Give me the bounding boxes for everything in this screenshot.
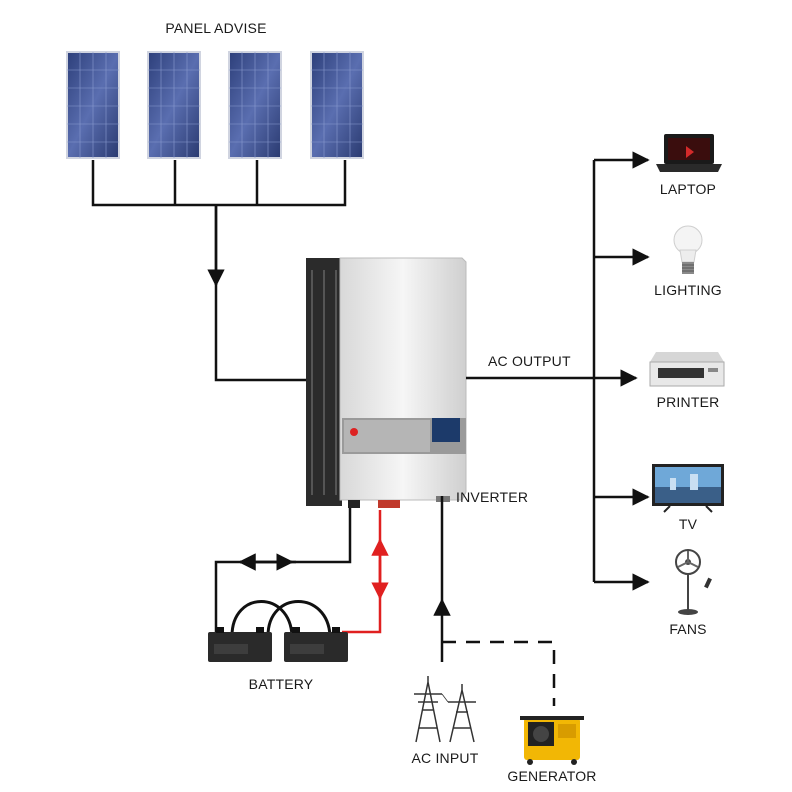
- fan-icon: [675, 549, 712, 615]
- ac-output-label: AC OUTPUT: [488, 353, 571, 369]
- generator-label: GENERATOR: [507, 768, 597, 784]
- solar-panel: [66, 51, 120, 159]
- battery-unit: [208, 627, 272, 662]
- solar-panel: [310, 51, 364, 159]
- load-label-lighting: LIGHTING: [654, 282, 722, 298]
- printer-icon: [649, 352, 725, 387]
- ac-input-wiring: [433, 496, 556, 706]
- load-label-fans: FANS: [669, 621, 707, 637]
- ac-output-wiring: [466, 151, 650, 591]
- battery-label: BATTERY: [248, 676, 314, 692]
- laptop-icon: [656, 134, 722, 172]
- panel-wiring: [91, 160, 347, 382]
- inverter-lcd-screen: [432, 418, 460, 442]
- tv-icon: [652, 464, 724, 513]
- solar-panel: [147, 51, 201, 159]
- solar-panel: [228, 51, 282, 159]
- load-label-tv: TV: [678, 516, 698, 532]
- load-label-laptop: LAPTOP: [659, 181, 717, 197]
- transmission-tower-icon: [414, 676, 476, 743]
- panel-advise-label: PANEL ADVISE: [165, 20, 267, 36]
- inverter-label: INVERTER: [456, 489, 529, 505]
- load-label-printer: PRINTER: [656, 394, 720, 410]
- generator-icon: [520, 716, 584, 765]
- ac-input-label: AC INPUT: [411, 750, 479, 766]
- battery-unit: [284, 627, 348, 662]
- battery-wiring: [214, 508, 389, 638]
- inverter-unit: [306, 257, 467, 508]
- light-bulb-icon: [673, 225, 703, 274]
